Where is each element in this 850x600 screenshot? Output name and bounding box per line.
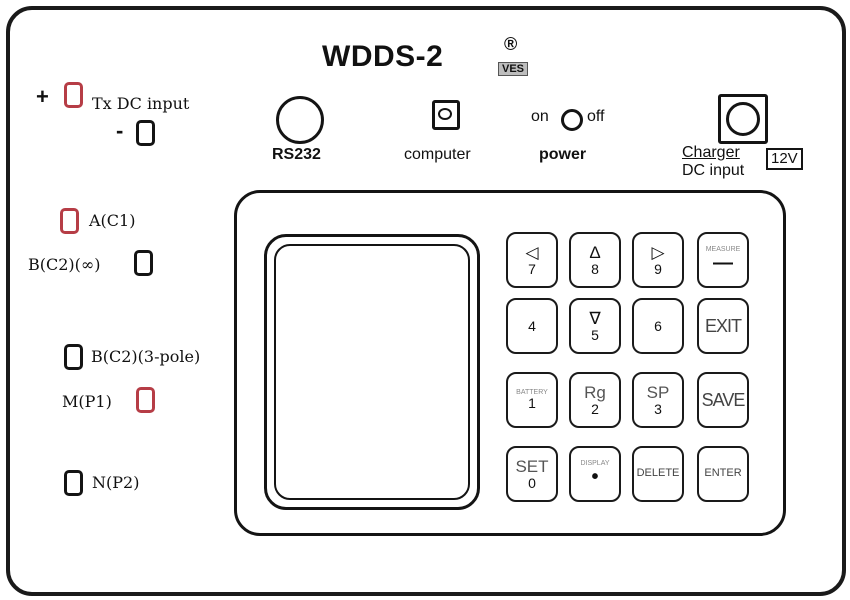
charger-port[interactable] bbox=[718, 94, 768, 144]
key-top-label: BATTERY bbox=[516, 388, 548, 396]
key-bottom-label: — bbox=[713, 252, 733, 275]
a-c1-terminal[interactable] bbox=[60, 208, 79, 234]
voltage-badge: 12V bbox=[766, 148, 803, 170]
key-display[interactable]: DISPLAY• bbox=[569, 446, 621, 502]
model-title: WDDS-2 bbox=[322, 40, 444, 73]
key-bottom-label: • bbox=[591, 466, 599, 489]
key-bottom-label: 2 bbox=[591, 400, 599, 417]
registered-mark: ® bbox=[504, 34, 518, 54]
rs232-label: RS232 bbox=[272, 146, 321, 163]
b-c2-3pole-label: B(C2)(3-pole) bbox=[91, 347, 201, 366]
power-on-label: on bbox=[531, 108, 549, 125]
n-p2-label: N(P2) bbox=[92, 473, 140, 492]
key-bottom-label: 1 bbox=[528, 395, 536, 412]
computer-label: computer bbox=[404, 146, 471, 163]
key-bottom-label: 9 bbox=[654, 260, 662, 277]
key-bottom-label: 0 bbox=[528, 474, 536, 491]
power-switch[interactable] bbox=[561, 109, 583, 131]
key-bottom-label: 4 bbox=[528, 317, 536, 334]
tx-plus-sign: + bbox=[36, 84, 49, 109]
key-7[interactable]: ◁7 bbox=[506, 232, 558, 288]
key-top-label: DELETE bbox=[636, 467, 680, 480]
key-top-label: ▷ bbox=[651, 242, 665, 262]
key-9[interactable]: ▷9 bbox=[632, 232, 684, 288]
key-enter[interactable]: ENTER bbox=[697, 446, 749, 502]
key-bottom-label: 6 bbox=[654, 317, 662, 334]
key-top-label: ∇ bbox=[589, 308, 601, 328]
tx-minus-sign: - bbox=[116, 118, 124, 143]
m-p1-label: M(P1) bbox=[62, 392, 112, 411]
socket-icon bbox=[726, 102, 760, 136]
computer-port[interactable] bbox=[432, 100, 460, 130]
key-top-label: DISPLAY bbox=[580, 459, 610, 467]
brand-logo: VES bbox=[498, 62, 529, 76]
key-exit[interactable]: EXIT bbox=[697, 298, 749, 354]
key-top-label: SP bbox=[646, 382, 670, 402]
tx-plus-terminal[interactable] bbox=[64, 82, 83, 108]
b-c2-inf-label: B(C2)(∞) bbox=[28, 255, 101, 274]
key-bottom-label: 3 bbox=[654, 400, 662, 417]
m-p1-terminal[interactable] bbox=[136, 387, 155, 413]
key-bottom-label: 7 bbox=[528, 260, 536, 277]
usb-icon bbox=[438, 108, 452, 120]
key-measure[interactable]: MEASURE— bbox=[697, 232, 749, 288]
key-bottom-label: 8 bbox=[591, 260, 599, 277]
key-top-label: Rg bbox=[584, 382, 606, 402]
tx-minus-terminal[interactable] bbox=[136, 120, 155, 146]
key-delete[interactable]: DELETE bbox=[632, 446, 684, 502]
key-top-label: Δ bbox=[589, 242, 601, 262]
key-5[interactable]: ∇5 bbox=[569, 298, 621, 354]
key-4[interactable]: 4 bbox=[506, 298, 558, 354]
power-label: power bbox=[539, 146, 587, 163]
rs232-port[interactable] bbox=[276, 96, 324, 144]
key-top-label: MEASURE bbox=[705, 245, 741, 253]
key-save[interactable]: SAVE bbox=[697, 372, 749, 428]
charger-label: Charger bbox=[682, 144, 740, 161]
n-p2-terminal[interactable] bbox=[64, 470, 83, 496]
key-top-label: ENTER bbox=[704, 467, 742, 480]
key-top-label: ◁ bbox=[525, 242, 539, 262]
key-6[interactable]: 6 bbox=[632, 298, 684, 354]
power-off-label: off bbox=[587, 108, 605, 125]
key-top-label: SAVE bbox=[701, 389, 746, 410]
key-top-label: SET bbox=[515, 456, 549, 476]
dc-input-label: DC input bbox=[682, 162, 745, 179]
a-c1-label: A(C1) bbox=[89, 211, 136, 230]
b-c2-inf-terminal[interactable] bbox=[134, 250, 153, 276]
control-unit bbox=[234, 190, 786, 536]
key-top-label: EXIT bbox=[704, 315, 742, 336]
b-c2-3pole-terminal[interactable] bbox=[64, 344, 83, 370]
lcd-screen bbox=[264, 234, 480, 510]
tx-dc-input-label: Tx DC input bbox=[92, 94, 190, 113]
key-bottom-label: 5 bbox=[591, 326, 599, 343]
lcd-inner bbox=[274, 244, 470, 500]
